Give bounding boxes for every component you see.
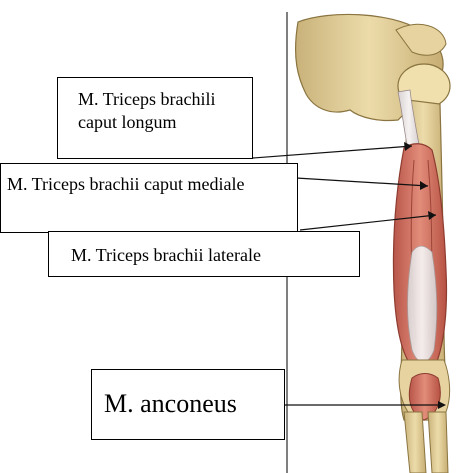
leader-line-longum (253, 146, 412, 158)
triceps-tendon (408, 246, 437, 362)
ulna-bone (404, 412, 426, 473)
label-triceps-caput-longum: M. Triceps brachili caput longum (57, 77, 253, 159)
label-anconeus: M. anconeus (91, 369, 285, 440)
label-triceps-caput-mediale: M. Triceps brachii caput mediale (0, 163, 298, 233)
radius-bone (428, 412, 448, 473)
label-triceps-laterale: M. Triceps brachii laterale (48, 231, 360, 277)
